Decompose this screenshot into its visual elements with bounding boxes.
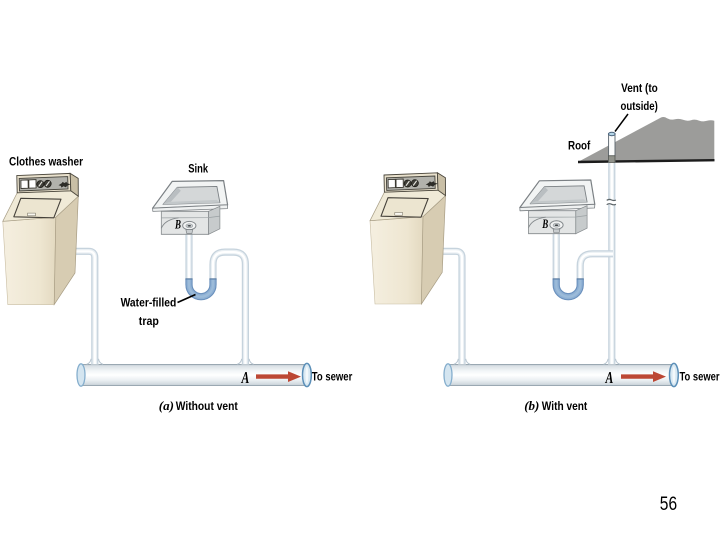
svg-text:56: 56 [660, 493, 677, 515]
svg-text:(a): (a) [159, 398, 174, 413]
svg-text:outside): outside) [621, 99, 658, 113]
svg-text:Roof: Roof [568, 139, 591, 153]
svg-text:Sink: Sink [188, 162, 208, 176]
svg-text:Vent (to: Vent (to [621, 81, 658, 95]
svg-text:Without vent: Without vent [176, 399, 238, 413]
svg-text:A: A [605, 368, 613, 387]
svg-text:With vent: With vent [542, 399, 588, 413]
svg-text:(b): (b) [524, 398, 539, 413]
svg-text:Water-filled: Water-filled [121, 296, 177, 310]
svg-text:Clothes washer: Clothes washer [9, 155, 83, 169]
svg-text:A: A [241, 368, 249, 387]
svg-text:trap: trap [139, 314, 159, 328]
svg-text:To sewer: To sewer [680, 370, 720, 384]
svg-text:To sewer: To sewer [312, 370, 353, 384]
